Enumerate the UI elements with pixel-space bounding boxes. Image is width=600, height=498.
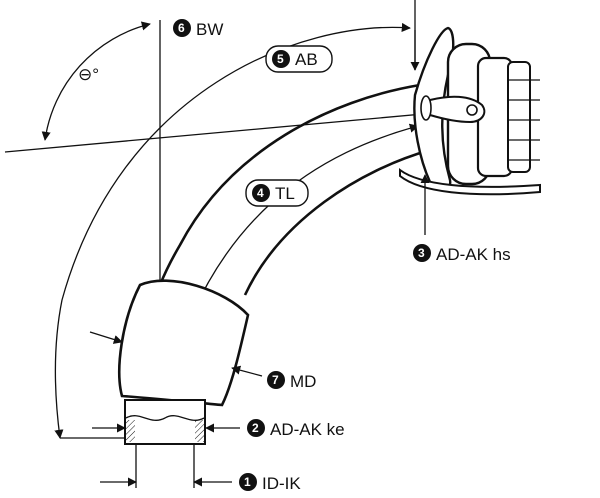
id-label: ID-IK	[262, 474, 301, 493]
tl-number-badge	[252, 184, 270, 202]
id-number-badge	[239, 473, 257, 491]
ab-number: 5	[277, 52, 284, 66]
md-label: MD	[290, 372, 316, 391]
angle-reference-line	[4, 111, 446, 153]
hs-label: AD-AK hs	[436, 245, 511, 264]
md-number-badge	[267, 371, 285, 389]
tl-label: TL	[275, 184, 295, 203]
ab-arc	[54, 22, 411, 439]
md-number: 7	[272, 373, 279, 387]
bottom-cylinder	[124, 399, 206, 445]
cuff-body	[118, 279, 250, 407]
ab-label: AB	[295, 50, 318, 69]
hs-number-badge	[413, 244, 431, 262]
bottom-cylinder-hatch-right	[195, 420, 204, 442]
ke-label: AD-AK ke	[270, 420, 345, 439]
hs-number: 3	[418, 246, 425, 260]
connector-assembly	[399, 26, 541, 196]
ab-number-badge	[272, 50, 290, 68]
bw-label: BW	[196, 20, 223, 39]
ke-number: 2	[252, 421, 259, 435]
id-number: 1	[244, 475, 251, 489]
bottom-cylinder-hatch-left	[126, 420, 135, 442]
bottom-cylinder-wave	[125, 415, 205, 421]
md-leader	[231, 365, 263, 377]
bw-number-badge	[173, 19, 191, 37]
bw-number: 6	[178, 21, 185, 35]
tube-outer-wall	[158, 83, 421, 286]
tube-inner-wall	[243, 148, 431, 296]
ke-number-badge	[247, 419, 265, 437]
cuff-left-arrow	[89, 331, 123, 344]
angle-symbol: ⊖°	[78, 65, 99, 84]
tl-number: 4	[257, 186, 264, 200]
